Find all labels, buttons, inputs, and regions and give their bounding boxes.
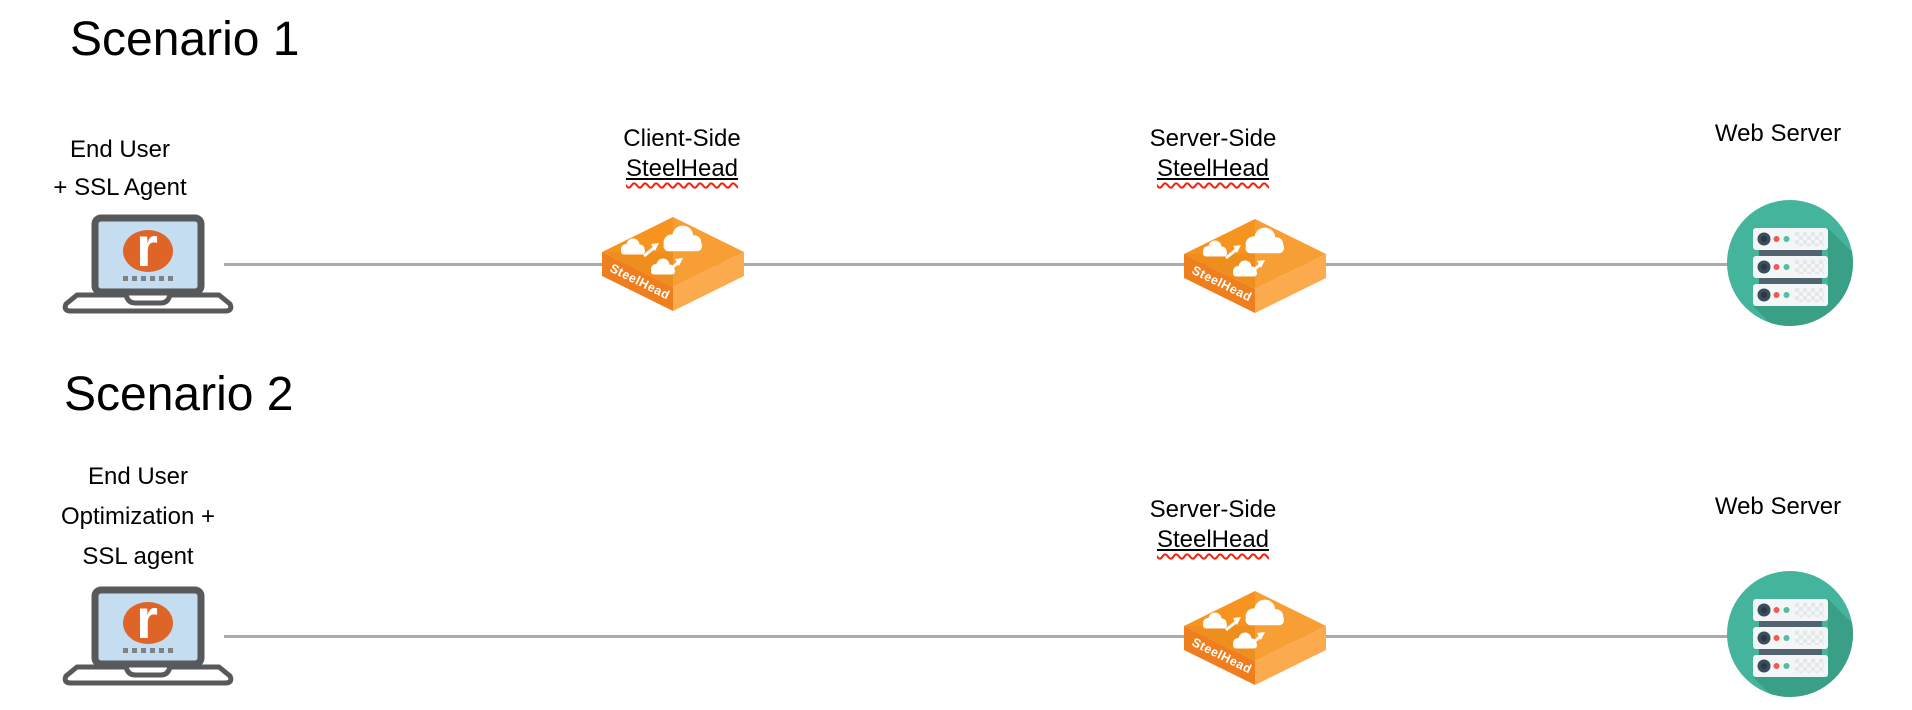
end-user-label-line1: End User: [87, 463, 189, 490]
underlined-word: SteelHead: [625, 155, 739, 182]
client-side-label-line1: Client-Side: [623, 125, 741, 152]
server-side-label-line1: Server-Side: [1149, 496, 1277, 523]
web-server-label-line: Web Server: [1714, 120, 1842, 147]
server-side-steelhead-label-s2: Server-Side SteelHead: [1113, 495, 1313, 555]
client-side-steelhead-icon: SteelHead: [598, 214, 748, 314]
scenario1-end-user-label: End User + SSL Agent: [20, 131, 220, 207]
server-side-steelhead-icon-s2: SteelHead: [1180, 588, 1330, 688]
laptop-icon: r: [62, 214, 234, 316]
server-side-label-line1: Server-Side: [1149, 125, 1277, 152]
web-server-label-s1: Web Server: [1678, 119, 1878, 149]
scenario2-end-user-label: End User Optimization + SSL agent: [38, 457, 238, 577]
server-side-steelhead-icon-s1: SteelHead: [1180, 216, 1330, 316]
web-server-label-s2: Web Server: [1678, 492, 1878, 522]
server-side-label-line2: SteelHead: [1113, 154, 1313, 184]
end-user-label-line2: Optimization +: [60, 503, 216, 530]
underlined-word: SteelHead: [1156, 526, 1270, 553]
end-user-label-line2: + SSL Agent: [53, 174, 187, 201]
underlined-word: SteelHead: [1156, 155, 1270, 182]
connection-line-scenario2: [224, 635, 1746, 638]
end-user-label-line1: End User: [69, 136, 171, 163]
web-server-icon-s2: [1727, 571, 1853, 697]
connection-line-scenario1: [224, 263, 1746, 266]
server-side-steelhead-label-s1: Server-Side SteelHead: [1113, 124, 1313, 184]
client-side-label-line2: SteelHead: [582, 154, 782, 184]
riverbed-logo-letter: r: [136, 587, 158, 650]
riverbed-logo-letter: r: [136, 215, 158, 278]
client-side-steelhead-label: Client-Side SteelHead: [582, 124, 782, 184]
web-server-label-line: Web Server: [1714, 493, 1842, 520]
server-side-label-line2: SteelHead: [1113, 525, 1313, 555]
scenario2-title: Scenario 2: [64, 368, 294, 421]
end-user-label-line3: SSL agent: [82, 543, 194, 570]
web-server-icon-s1: [1727, 200, 1853, 326]
scenario1-title: Scenario 1: [70, 13, 300, 66]
laptop-icon: r: [62, 586, 234, 688]
